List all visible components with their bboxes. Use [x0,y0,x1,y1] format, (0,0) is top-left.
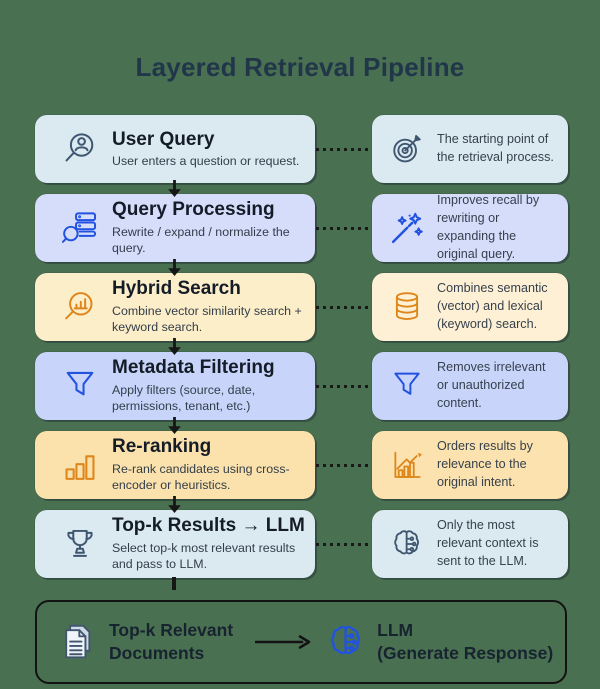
dotted-connector [316,226,371,230]
step-subtitle: Re-rank candidates using cross-encoder o… [112,461,290,493]
trophy-icon [61,525,99,563]
note-box-user-query: The starting point of the retrieval proc… [372,115,568,183]
note-box-top-k-results: Only the most relevant context is sent t… [372,510,568,578]
pipeline-row-user-query: User Query User enters a question or req… [35,115,568,183]
note-text: Only the most relevant context is sent t… [437,518,539,568]
brain-icon [389,526,425,562]
footer-right-label: LLM (Generate Response) [377,620,554,663]
note-box-metadata-filtering: Removes irrelevant or unauthorized conte… [372,352,568,420]
server-search-icon [61,209,99,247]
pipeline-row-query-processing: Query Processing Rewrite / expand / norm… [35,193,568,262]
funnel-icon [389,368,425,404]
step-title: Metadata Filtering [112,357,275,379]
step-box-hybrid-search: Hybrid Search Combine vector similarity … [35,273,315,341]
documents-icon [57,621,99,663]
funnel-icon [61,367,99,405]
step-subtitle: Combine vector similarity search + keywo… [112,303,302,335]
step-box-query-processing: Query Processing Rewrite / expand / norm… [35,194,315,262]
footer-left-label: Top-k Relevant Documents [109,620,234,663]
target-icon [389,131,425,167]
footer-box: Top-k Relevant Documents LLM [35,600,567,684]
step-title: Top-k Results → LLM [112,515,305,537]
step-subtitle: Select top-k most relevant results and p… [112,540,296,572]
magic-wand-icon [389,210,425,246]
footer-connector-gap [35,577,568,590]
row-gap [35,495,568,513]
pipeline-row-re-ranking: Re-ranking Re-rank candidates using cros… [35,431,568,499]
page-title: Layered Retrieval Pipeline [135,52,465,82]
step-title: User Query [112,128,215,150]
chart-search-icon [61,288,99,326]
step-box-user-query: User Query User enters a question or req… [35,115,315,183]
pipeline-row-top-k-results: Top-k Results → LLM Select top-k most re… [35,510,568,578]
row-gap [35,258,568,276]
pipeline-row-hybrid-search: Hybrid Search Combine vector similarity … [35,273,568,341]
step-subtitle: Apply filters (source, date, permissions… [112,382,256,414]
step-box-re-ranking: Re-ranking Re-rank candidates using cros… [35,431,315,499]
down-arrow-icon [168,258,181,276]
step-box-top-k-results: Top-k Results → LLM Select top-k most re… [35,510,315,578]
row-gap [35,179,568,197]
trend-up-chart-icon [389,447,425,483]
step-title: Re-ranking [112,436,212,458]
pipeline-rows: User Query User enters a question or req… [0,115,600,684]
dotted-connector [316,147,371,151]
database-icon [389,289,425,325]
vertical-connector [172,577,176,590]
down-arrow-icon [168,416,181,434]
note-box-query-processing: Improves recall by rewriting or expandin… [372,193,568,262]
step-box-metadata-filtering: Metadata Filtering Apply filters (source… [35,352,315,420]
down-arrow-icon [168,179,181,197]
bar-chart-icon [61,446,99,484]
note-text: Orders results by relevance to the origi… [437,439,533,489]
user-search-icon [61,130,99,168]
down-arrow-icon [168,495,181,513]
note-box-hybrid-search: Combines semantic (vector) and lexical (… [372,273,568,341]
note-text: Removes irrelevant or unauthorized conte… [437,360,546,410]
down-arrow-icon [168,337,181,355]
dotted-connector [316,542,371,546]
note-box-re-ranking: Orders results by relevance to the origi… [372,431,568,499]
dotted-connector [316,463,371,467]
dotted-connector [316,305,371,309]
row-gap [35,416,568,434]
dotted-connector [316,384,371,388]
note-text: Combines semantic (vector) and lexical (… [437,281,548,331]
pipeline-row-metadata-filtering: Metadata Filtering Apply filters (source… [35,352,568,420]
step-title: Query Processing [112,199,275,221]
note-text: The starting point of the retrieval proc… [437,132,554,164]
arrow-right-icon [255,635,311,649]
note-text: Improves recall by rewriting or expandin… [437,193,540,261]
step-subtitle: User enters a question or request. [112,153,300,168]
step-subtitle: Rewrite / expand / normalize the query. [112,224,290,256]
row-gap [35,337,568,355]
step-title: Hybrid Search [112,278,241,300]
brain-icon [325,621,367,663]
